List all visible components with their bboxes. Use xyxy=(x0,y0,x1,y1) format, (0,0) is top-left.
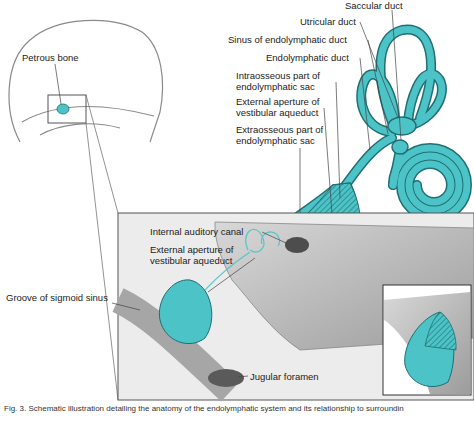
part-label: Sinus of endolymphatic duct xyxy=(228,34,368,45)
part-label: Jugular foramen xyxy=(250,371,340,382)
bone-panel xyxy=(118,213,474,400)
zoom-line xyxy=(86,95,118,213)
part-label: External aperture of vestibular aqueduct xyxy=(236,96,341,118)
part-label: Saccular duct xyxy=(345,0,415,11)
part-label: Petrous bone xyxy=(22,52,92,63)
part-label: Endolymphatic duct xyxy=(266,52,366,63)
part-label: Groove of sigmoid sinus xyxy=(6,292,112,303)
part-label: Utricular duct xyxy=(300,16,370,27)
part-label: Internal auditory canal xyxy=(150,226,265,237)
part-label: Extraosseous part of endolymphatic sac xyxy=(236,124,341,146)
zoom-line xyxy=(86,123,118,400)
sac-marker xyxy=(57,104,69,114)
figure-caption: Fig. 3. Schematic illustration detailing… xyxy=(4,404,470,414)
leader-lines xyxy=(112,232,286,377)
part-label: Intraosseous part of endolymphatic sac xyxy=(236,70,341,92)
part-label: External aperture of vestibular aqueduct xyxy=(150,244,260,266)
zoom-box xyxy=(48,95,86,123)
